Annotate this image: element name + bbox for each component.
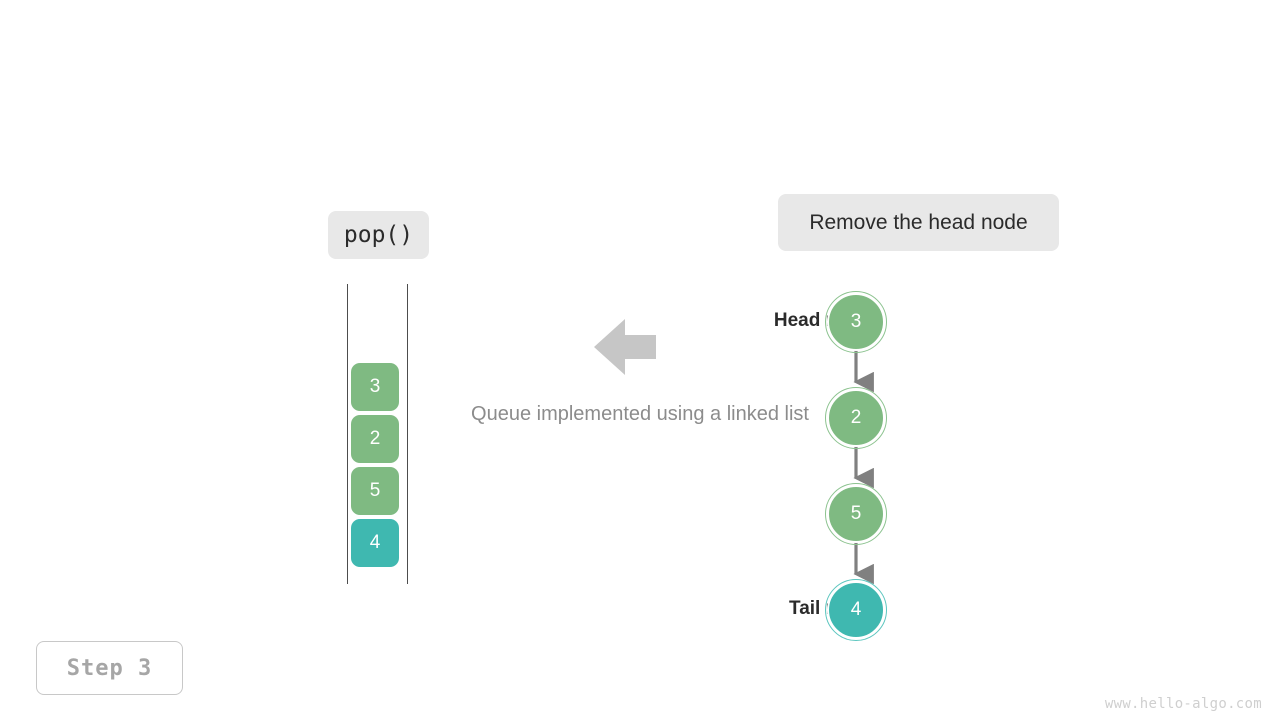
queue-rail-right xyxy=(407,284,408,584)
step-badge-label: Step 3 xyxy=(66,655,153,681)
queue-cell: 5 xyxy=(351,467,399,515)
queue-cell-list: 3 2 5 4 xyxy=(351,363,401,567)
queue-cell-value: 3 xyxy=(369,376,381,397)
node-value: 2 xyxy=(850,407,862,428)
queue-cell-value: 4 xyxy=(369,532,381,553)
linked-list-node-tail: 4 xyxy=(825,579,887,641)
action-chip: Remove the head node xyxy=(778,194,1059,251)
queue-cell: 4 xyxy=(351,519,399,567)
linked-list-node-middle: 2 xyxy=(825,387,887,449)
linked-list-node-head: 3 xyxy=(825,291,887,353)
node-value: 3 xyxy=(850,311,862,332)
watermark: www.hello-algo.com xyxy=(1104,696,1262,712)
queue-cell: 3 xyxy=(351,363,399,411)
action-label: Remove the head node xyxy=(809,210,1028,234)
node-value: 5 xyxy=(850,503,862,524)
queue-cell: 2 xyxy=(351,415,399,463)
caption-text: Queue implemented using a linked list xyxy=(471,403,809,425)
queue-rail-left xyxy=(347,284,348,584)
step-badge: Step 3 xyxy=(36,641,183,695)
node-value: 4 xyxy=(850,599,862,620)
queue-column: 3 2 5 4 xyxy=(344,284,412,584)
linked-list: 3 2 5 4 xyxy=(756,290,956,646)
operation-chip: pop() xyxy=(328,211,429,259)
queue-cell-value: 5 xyxy=(369,480,381,501)
queue-cell-value: 2 xyxy=(369,428,381,449)
linked-list-connectors xyxy=(853,350,874,585)
linked-list-node-middle: 5 xyxy=(825,483,887,545)
operation-label: pop() xyxy=(343,222,414,248)
arrow-left-icon xyxy=(594,318,656,376)
